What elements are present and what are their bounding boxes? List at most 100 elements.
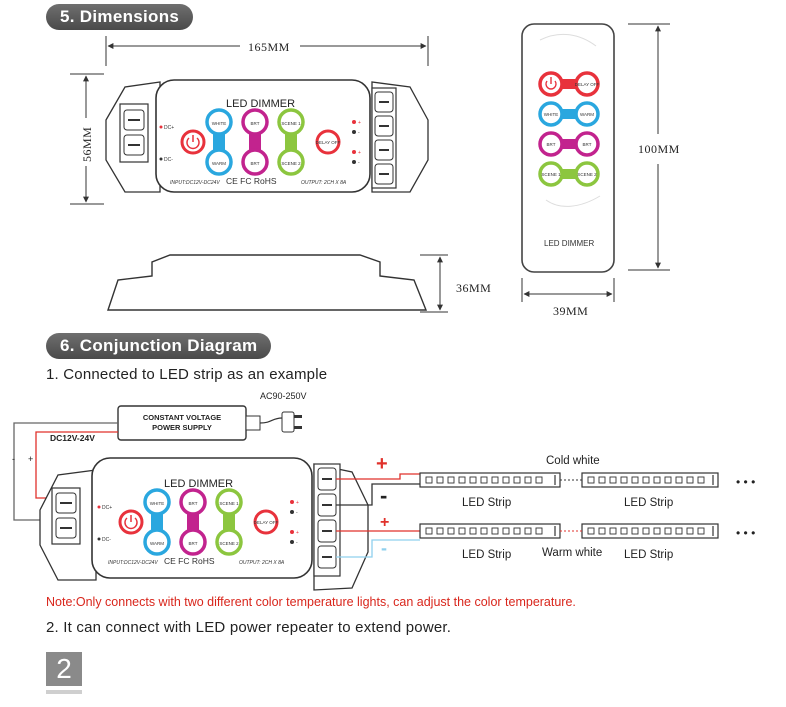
caption-led-strip-example: 1. Connected to LED strip as an example [46, 366, 328, 383]
delay-off-button[interactable] [315, 129, 341, 155]
terminal-mark: + [296, 500, 299, 506]
power-icon [545, 80, 557, 90]
wire-minus-sign-2: - [381, 538, 387, 558]
button-label: BRT [189, 541, 198, 546]
warm-white-label: Warm white [542, 547, 602, 559]
label-depth-36mm: 36MM [456, 281, 491, 295]
dimension-remote-width [521, 278, 615, 302]
remote-button-right[interactable] [574, 131, 600, 157]
remote-button-label: SCENE 2 [577, 172, 597, 177]
polarity-minus-label: - [12, 454, 15, 464]
led-strips [419, 472, 719, 539]
remote-button-label: BRT [583, 142, 592, 147]
dc-minus-label: DC- [102, 537, 111, 543]
output-wires [336, 473, 420, 558]
button-label: SCENE 1 [219, 501, 239, 506]
power-supply [117, 405, 302, 441]
caption-power-repeater: 2. It can connect with LED power repeate… [46, 619, 452, 636]
color-temperature-note: Note:Only connects with two different co… [46, 595, 576, 609]
led-strip [419, 472, 561, 488]
white-button[interactable] [205, 108, 233, 136]
label-remote-height-100mm: 100MM [638, 142, 680, 156]
output-spec: OUTPUT: 2CH X 8A [301, 180, 347, 186]
terminal-mark: - [296, 510, 298, 516]
led-strip-label-4: LED Strip [624, 549, 673, 561]
controller-top-view [105, 79, 429, 193]
terminal-mark: + [358, 150, 361, 156]
delay-off-button[interactable] [253, 509, 279, 535]
ac-voltage-label: AC90-250V [260, 391, 307, 401]
label-height-56mm: 56MM [80, 127, 94, 162]
warm-button[interactable] [143, 528, 171, 556]
terminal-mark: - [358, 130, 360, 136]
led-strip-label-1: LED Strip [462, 497, 511, 509]
terminal-mark: + [358, 120, 361, 126]
remote-button-right[interactable] [574, 161, 600, 187]
input-spec: INPUT:DC12V-DC24V [108, 560, 158, 566]
button-label: BRT [251, 161, 260, 166]
button-label: SCENE 2 [281, 161, 301, 166]
section-title-conjunction: 6. Conjunction Diagram [46, 333, 272, 359]
wire-plus-sign-2: + [380, 514, 389, 531]
continuation-ellipsis-2: • • • [736, 526, 755, 540]
continuation-ellipsis-1: • • • [736, 475, 755, 489]
power-supply-label-line1: CONSTANT VOLTAGE [143, 413, 221, 422]
button-label: BRT [251, 121, 260, 126]
scene-2-button[interactable] [277, 148, 305, 176]
dc-plus-label: DC+ [164, 125, 174, 131]
button-label: DELAY OFF [316, 140, 341, 145]
dimension-depth [420, 254, 448, 313]
scene-1-button[interactable] [277, 108, 305, 136]
remote-button-right[interactable] [574, 71, 600, 97]
button-label: WARM [150, 541, 164, 546]
remote-brand: LED DIMMER [544, 239, 594, 248]
remote-button-right[interactable] [574, 101, 600, 127]
led-strip [419, 523, 561, 539]
brightness-up-button[interactable] [179, 488, 207, 516]
warm-button[interactable] [205, 148, 233, 176]
led-strip-label-2: LED Strip [624, 497, 673, 509]
power-supply-label-line2: POWER SUPPLY [152, 423, 212, 432]
wire-minus-sign-1: - [380, 483, 387, 508]
dc-plus-label: DC+ [102, 505, 112, 511]
remote-button-left[interactable] [538, 161, 564, 187]
led-strip [581, 523, 719, 539]
brightness-up-button[interactable] [241, 108, 269, 136]
polarity-plus-label: + [28, 454, 33, 464]
led-strip-label-3: LED Strip [462, 549, 511, 561]
controller-brand: LED DIMMER [226, 98, 295, 110]
label-remote-width-39mm: 39MM [553, 304, 588, 318]
button-label: WHITE [212, 121, 227, 126]
dc-voltage-label: DC12V-24V [50, 433, 95, 443]
white-button[interactable] [143, 488, 171, 516]
scene-2-button[interactable] [215, 528, 243, 556]
scene-1-button[interactable] [215, 488, 243, 516]
cold-white-label: Cold white [546, 455, 600, 467]
remote-button-left[interactable] [538, 131, 564, 157]
controller-brand: LED DIMMER [164, 478, 233, 490]
button-label: DELAY OFF [254, 520, 279, 525]
output-spec: OUTPUT: 2CH X 8A [239, 560, 285, 566]
controller-diagram [39, 457, 369, 591]
terminal-mark: - [358, 160, 360, 166]
brightness-down-button[interactable] [241, 148, 269, 176]
remote-button-label: DELAY OFF [575, 82, 600, 87]
remote-button-left[interactable] [538, 101, 564, 127]
button-label: SCENE 1 [281, 121, 301, 126]
remote-button-label: WARM [580, 112, 594, 117]
certification-marks: CE FC RoHS [164, 556, 215, 566]
input-spec: INPUT:DC12V-DC24V [170, 180, 220, 186]
brightness-down-button[interactable] [179, 528, 207, 556]
page-number: 2 [46, 652, 82, 686]
button-label: SCENE 2 [219, 541, 239, 546]
terminal-mark: - [296, 540, 298, 546]
dc-minus-label: DC- [164, 157, 173, 163]
remote-button-label: WHITE [544, 112, 559, 117]
controller-side-profile [107, 254, 428, 311]
section-title-dimensions: 5. Dimensions [46, 4, 194, 30]
button-label: BRT [189, 501, 198, 506]
